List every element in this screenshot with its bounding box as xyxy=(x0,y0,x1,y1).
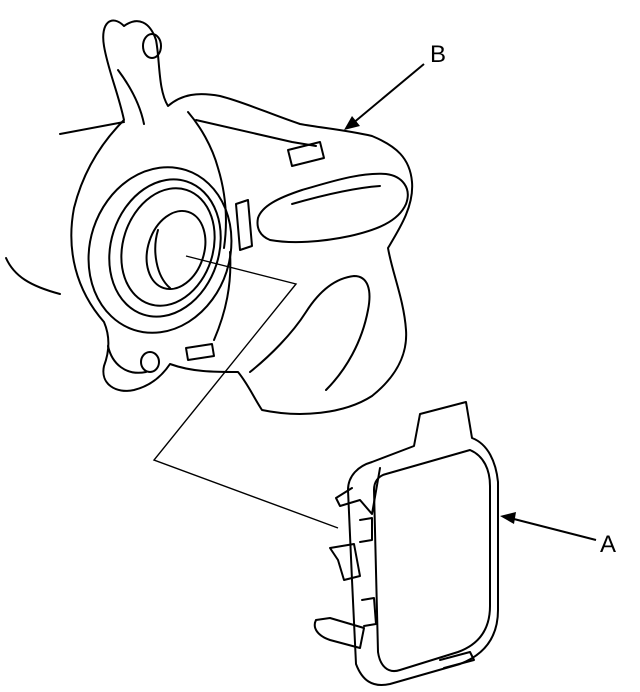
axle-line-lower xyxy=(5,257,61,295)
installation-leader-lines xyxy=(152,255,339,529)
caliper-lower-arm xyxy=(249,275,371,391)
callout-a: A xyxy=(500,512,616,558)
brake-pad xyxy=(313,401,499,686)
pad-lower-clip xyxy=(313,617,365,649)
lower-notch xyxy=(185,343,215,361)
hub-inner-bore xyxy=(145,209,207,291)
callout-b-leader xyxy=(351,63,425,125)
caliper-slot xyxy=(287,141,325,167)
pad-friction-face xyxy=(373,449,491,672)
axle-line-upper xyxy=(59,121,125,135)
callout-a-label: A xyxy=(600,531,616,558)
callout-a-leader xyxy=(509,517,597,541)
pad-upper-clip xyxy=(335,467,381,515)
upper-ear-ridge xyxy=(117,69,145,125)
hub-middle-ring xyxy=(108,178,222,318)
pad-bottom-ledge xyxy=(439,651,475,669)
pad-shim-tab-1 xyxy=(359,517,373,543)
callout-b-arrowhead xyxy=(344,116,360,130)
caliper-bracket xyxy=(5,19,414,415)
caliper-upper-arm xyxy=(256,172,409,244)
knuckle-face-edge xyxy=(187,111,227,249)
lower-ear-outline xyxy=(107,345,147,374)
caliper-body-outline xyxy=(70,19,414,415)
pad-guide-slot xyxy=(235,199,253,251)
callout-b: B xyxy=(344,41,446,130)
hub-outer-ring xyxy=(87,166,233,334)
pad-side-clip xyxy=(329,543,361,581)
leader-line-to-pad-upper xyxy=(152,255,339,529)
pad-shim-tab-2 xyxy=(361,597,377,627)
caliper-upper-arm-inner xyxy=(291,185,381,205)
caliper-inner-edge xyxy=(213,251,232,341)
callout-b-label: B xyxy=(430,41,446,68)
upper-mount-hole xyxy=(142,33,162,59)
hub-bore-depth xyxy=(154,229,171,289)
hub-seal-ring xyxy=(120,187,216,307)
callout-a-arrowhead xyxy=(500,512,516,524)
lower-mount-hole xyxy=(140,351,160,373)
